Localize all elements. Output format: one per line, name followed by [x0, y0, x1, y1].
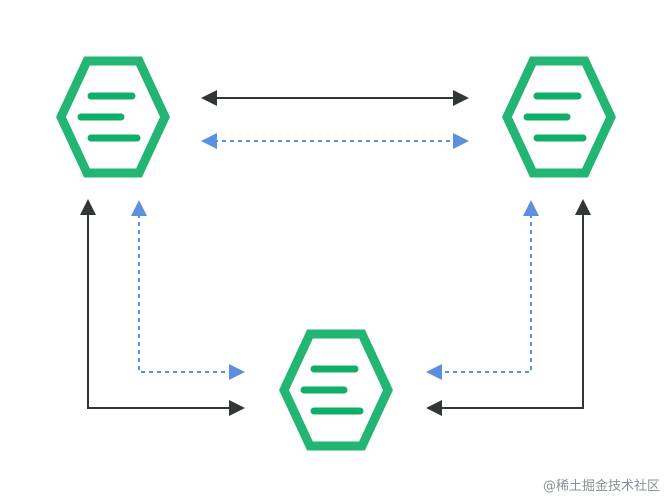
arrowhead: [426, 400, 442, 416]
arrowhead: [523, 200, 539, 216]
arrowhead: [80, 199, 96, 215]
edge-top-solid: [201, 90, 469, 106]
edge-left-dashed: [131, 200, 245, 380]
arrowhead: [426, 364, 442, 380]
hexagon-menu-icon: [284, 334, 388, 446]
hexagon-menu-icon: [507, 61, 611, 173]
arrowhead: [201, 133, 217, 149]
node-bottom: [284, 334, 388, 446]
node-top-left: [61, 61, 165, 173]
edge-right-solid: [426, 199, 591, 416]
arrowhead: [201, 90, 217, 106]
arrowhead: [229, 364, 245, 380]
edge-left-solid: [80, 199, 245, 416]
edge-right-dashed: [426, 200, 539, 380]
arrowhead: [131, 200, 147, 216]
hexagon-menu-icon: [61, 61, 165, 173]
arrowhead: [453, 133, 469, 149]
node-top-right: [507, 61, 611, 173]
arrowhead: [575, 199, 591, 215]
watermark: @稀土掘金技术社区: [542, 479, 660, 494]
arrowhead: [453, 90, 469, 106]
arrowhead: [229, 400, 245, 416]
edge-top-dashed: [201, 133, 469, 149]
